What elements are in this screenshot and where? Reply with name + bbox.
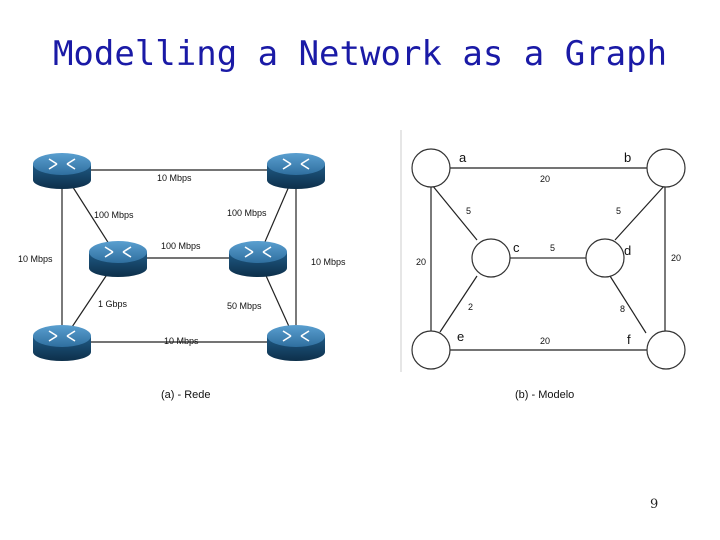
router-top-left [33,153,91,189]
node-b [646,148,686,188]
edge-ac [431,184,478,241]
weight-ac: 5 [466,206,471,216]
edge-df [609,275,647,334]
node-label-d: d [624,243,631,258]
router-arrows-icon [48,330,76,342]
router-arrows-icon [282,158,310,170]
caption-left: (a) - Rede [161,389,211,401]
router-arrows-icon [244,246,272,258]
node-f [646,330,686,370]
node-label-a: a [459,150,467,165]
router-bottom-left [33,325,91,361]
router-middle-left [89,241,147,277]
node-e [411,330,451,370]
weight-ef: 20 [540,336,550,346]
node-c [471,238,511,278]
link-label-tr-inner: 100 Mbps [227,208,267,218]
node-label-b: b [624,150,631,165]
weight-cd: 5 [550,243,555,253]
router-top-right [267,153,325,189]
page-number: 9 [650,497,659,512]
link-label-bl-inner: 1 Gbps [98,299,128,309]
weight-bf: 20 [671,253,681,263]
node-label-c: c [513,240,520,255]
weight-ab: 20 [540,174,550,184]
node-label-e: e [457,329,464,344]
link-label-left: 10 Mbps [18,254,53,264]
router-middle-right [229,241,287,277]
link-label-tl-inner: 100 Mbps [94,210,134,220]
link-label-br-inner: 50 Mbps [227,301,262,311]
edge-ce [439,275,478,333]
router-arrows-icon [282,330,310,342]
caption-right: (b) - Modelo [515,389,574,401]
node-label-f: f [627,332,631,347]
link-label-middle: 100 Mbps [161,241,201,251]
weight-df: 8 [620,304,625,314]
weight-bd: 5 [616,206,621,216]
link-label-top: 10 Mbps [157,173,192,183]
router-arrows-icon [104,246,132,258]
link-label-bottom: 10 Mbps [164,336,199,346]
router-arrows-icon [48,158,76,170]
node-d [585,238,625,278]
weight-ae: 20 [416,257,426,267]
weight-ce: 2 [468,302,473,312]
graph-edges [430,167,666,351]
slide-title: Modelling a Network as a Graph [52,34,668,74]
edge-bd [614,184,666,241]
node-a [411,148,451,188]
router-bottom-right [267,325,325,361]
link-label-right: 10 Mbps [311,257,346,267]
